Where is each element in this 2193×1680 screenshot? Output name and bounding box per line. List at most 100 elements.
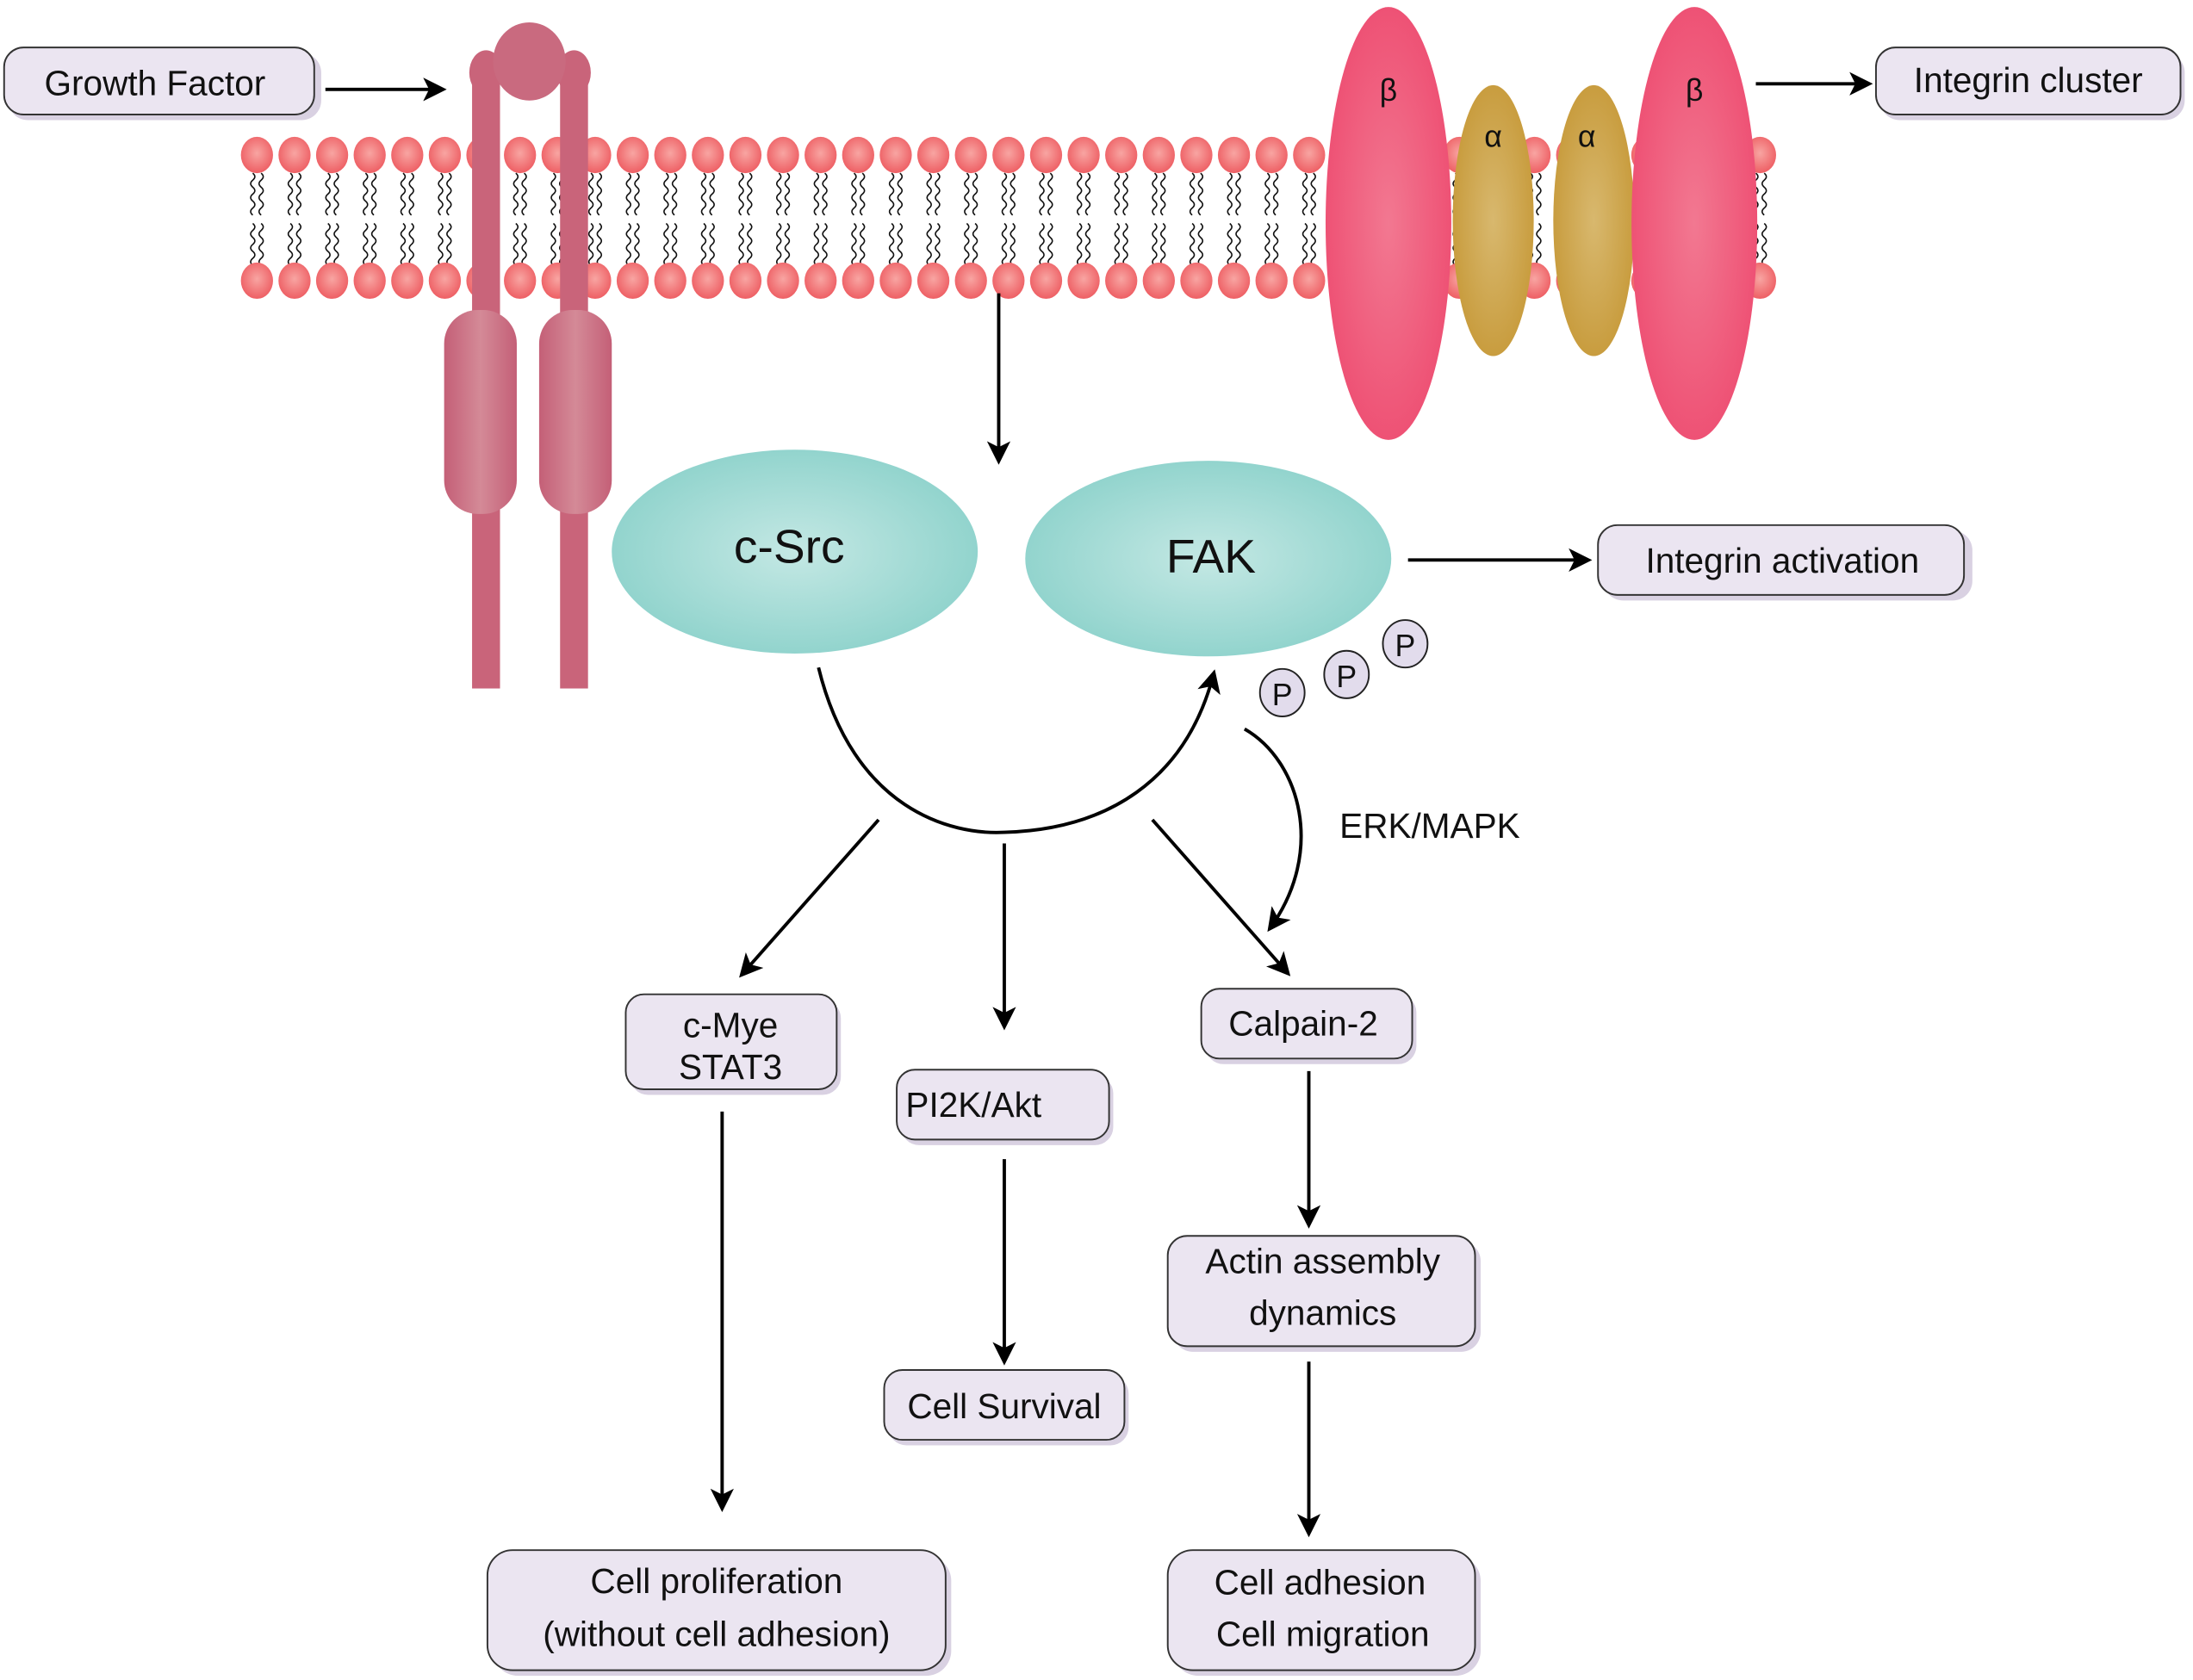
lipid-tail: [1039, 172, 1053, 266]
arrow-to-calpain: [1151, 818, 1291, 976]
lipid-head: [954, 136, 987, 174]
beta-label: β: [1686, 73, 1704, 108]
integrin-beta-right: [1631, 7, 1758, 440]
lipid-tail: [287, 172, 302, 266]
lipid-head: [654, 136, 686, 174]
lipid-head: [654, 262, 686, 300]
pi2k-akt-label: PI2K/Akt: [905, 1085, 1041, 1125]
lipid-head: [842, 136, 874, 174]
lipid-head: [1293, 262, 1326, 300]
actin-assembly-label: Actin assembly: [1205, 1241, 1440, 1280]
lipid-head: [1142, 136, 1175, 174]
lipid-tail: [513, 172, 527, 266]
integrin-activation-label: Integrin activation: [1645, 541, 1919, 580]
lipid-head: [992, 136, 1025, 174]
lipid-head: [240, 136, 273, 174]
phosphate-label: P: [1272, 678, 1293, 712]
lipid-head: [315, 262, 349, 300]
lipid-tail: [1001, 172, 1016, 266]
integrin-cluster-label: Integrin cluster: [1914, 60, 2143, 100]
lipid-head: [278, 262, 311, 300]
lipid-head: [504, 136, 537, 174]
lipid-head: [1217, 262, 1251, 300]
kinase-domain-left: [444, 310, 517, 514]
lipid-tail: [663, 172, 678, 266]
c-src-label: c-Src: [734, 520, 845, 573]
cell-proliferation-node: Cell proliferation (without cell adhesio…: [486, 1549, 952, 1677]
lipid-head: [1067, 262, 1100, 300]
lipid-head: [954, 262, 987, 300]
lipid-tail: [1152, 172, 1166, 266]
lipid-head: [1105, 262, 1138, 300]
arrow-to-cmyc: [739, 818, 880, 978]
pi2k-akt-node: PI2K/Akt: [896, 1069, 1114, 1145]
cell-adhesion-label: Cell adhesion: [1215, 1562, 1426, 1602]
cell-membrane: [240, 136, 1776, 300]
lipid-head: [428, 262, 462, 300]
cmyc-stat3-node: c-Mye STAT3: [624, 993, 842, 1095]
lipid-tail: [1114, 172, 1128, 266]
growth-factor-receptor: [444, 22, 612, 689]
cell-adhesion-migration-node: Cell adhesion Cell migration: [1166, 1549, 1481, 1677]
lipid-head: [992, 262, 1025, 300]
lipid-tail: [1227, 172, 1241, 266]
lipid-head: [805, 262, 837, 300]
lipid-head: [729, 262, 762, 300]
arrow-erk-mapk: [1243, 727, 1303, 933]
lipid-head: [353, 262, 386, 300]
lipid-head: [879, 136, 912, 174]
lipid-tail: [926, 172, 941, 266]
lipid-tail: [325, 172, 339, 266]
lipid-head: [879, 262, 912, 300]
lipid-head: [1255, 262, 1288, 300]
lipid-head: [805, 136, 837, 174]
cell-proliferation-label: Cell proliferation: [590, 1561, 842, 1601]
stat3-label: STAT3: [679, 1047, 782, 1087]
growth-factor-node: Growth Factor: [3, 46, 321, 121]
beta-label: β: [1380, 73, 1398, 108]
integrin-alpha-left: [1452, 84, 1534, 356]
lipid-tail: [438, 172, 452, 266]
lipid-head: [692, 136, 724, 174]
lipid-tail: [587, 172, 603, 266]
calpain-2-label: Calpain-2: [1228, 1004, 1378, 1044]
lipid-head: [391, 136, 424, 174]
lipid-tail: [1264, 172, 1279, 266]
lipid-tail: [813, 172, 828, 266]
lipid-head: [1293, 136, 1326, 174]
actin-assembly-node: Actin assembly dynamics: [1166, 1235, 1481, 1352]
lipid-tail: [851, 172, 866, 266]
cmyc-label: c-Mye: [683, 1005, 778, 1045]
lipid-head: [767, 262, 799, 300]
lipid-head: [916, 262, 950, 300]
cell-migration-label: Cell migration: [1216, 1614, 1430, 1653]
lipid-head: [278, 136, 311, 174]
growth-factor-label: Growth Factor: [45, 63, 266, 102]
lipid-tail: [964, 172, 978, 266]
lipid-head: [842, 262, 874, 300]
lipid-head: [353, 136, 386, 174]
lipid-tail: [363, 172, 377, 266]
lipid-head: [1029, 136, 1063, 174]
ligand-binding-domain: [493, 22, 566, 101]
lipid-head: [1217, 136, 1251, 174]
calpain-2-node: Calpain-2: [1200, 988, 1417, 1064]
fak-node: FAK: [1025, 461, 1392, 657]
lipid-head: [391, 262, 424, 300]
lipid-head: [767, 136, 799, 174]
lipid-head: [692, 262, 724, 300]
phosphate-label: P: [1336, 660, 1357, 694]
actin-dynamics-label: dynamics: [1249, 1293, 1396, 1332]
lipid-head: [916, 136, 950, 174]
lipid-tail: [625, 172, 640, 266]
lipid-head: [616, 136, 649, 174]
integrin-alpha-right: [1553, 84, 1635, 356]
lipid-head: [1105, 136, 1138, 174]
lipid-tail: [250, 172, 264, 266]
integrin-beta-left: [1325, 7, 1451, 440]
phosphate-label: P: [1395, 629, 1416, 663]
integrin-activation-node: Integrin activation: [1597, 524, 1972, 601]
lipid-head: [1255, 136, 1288, 174]
